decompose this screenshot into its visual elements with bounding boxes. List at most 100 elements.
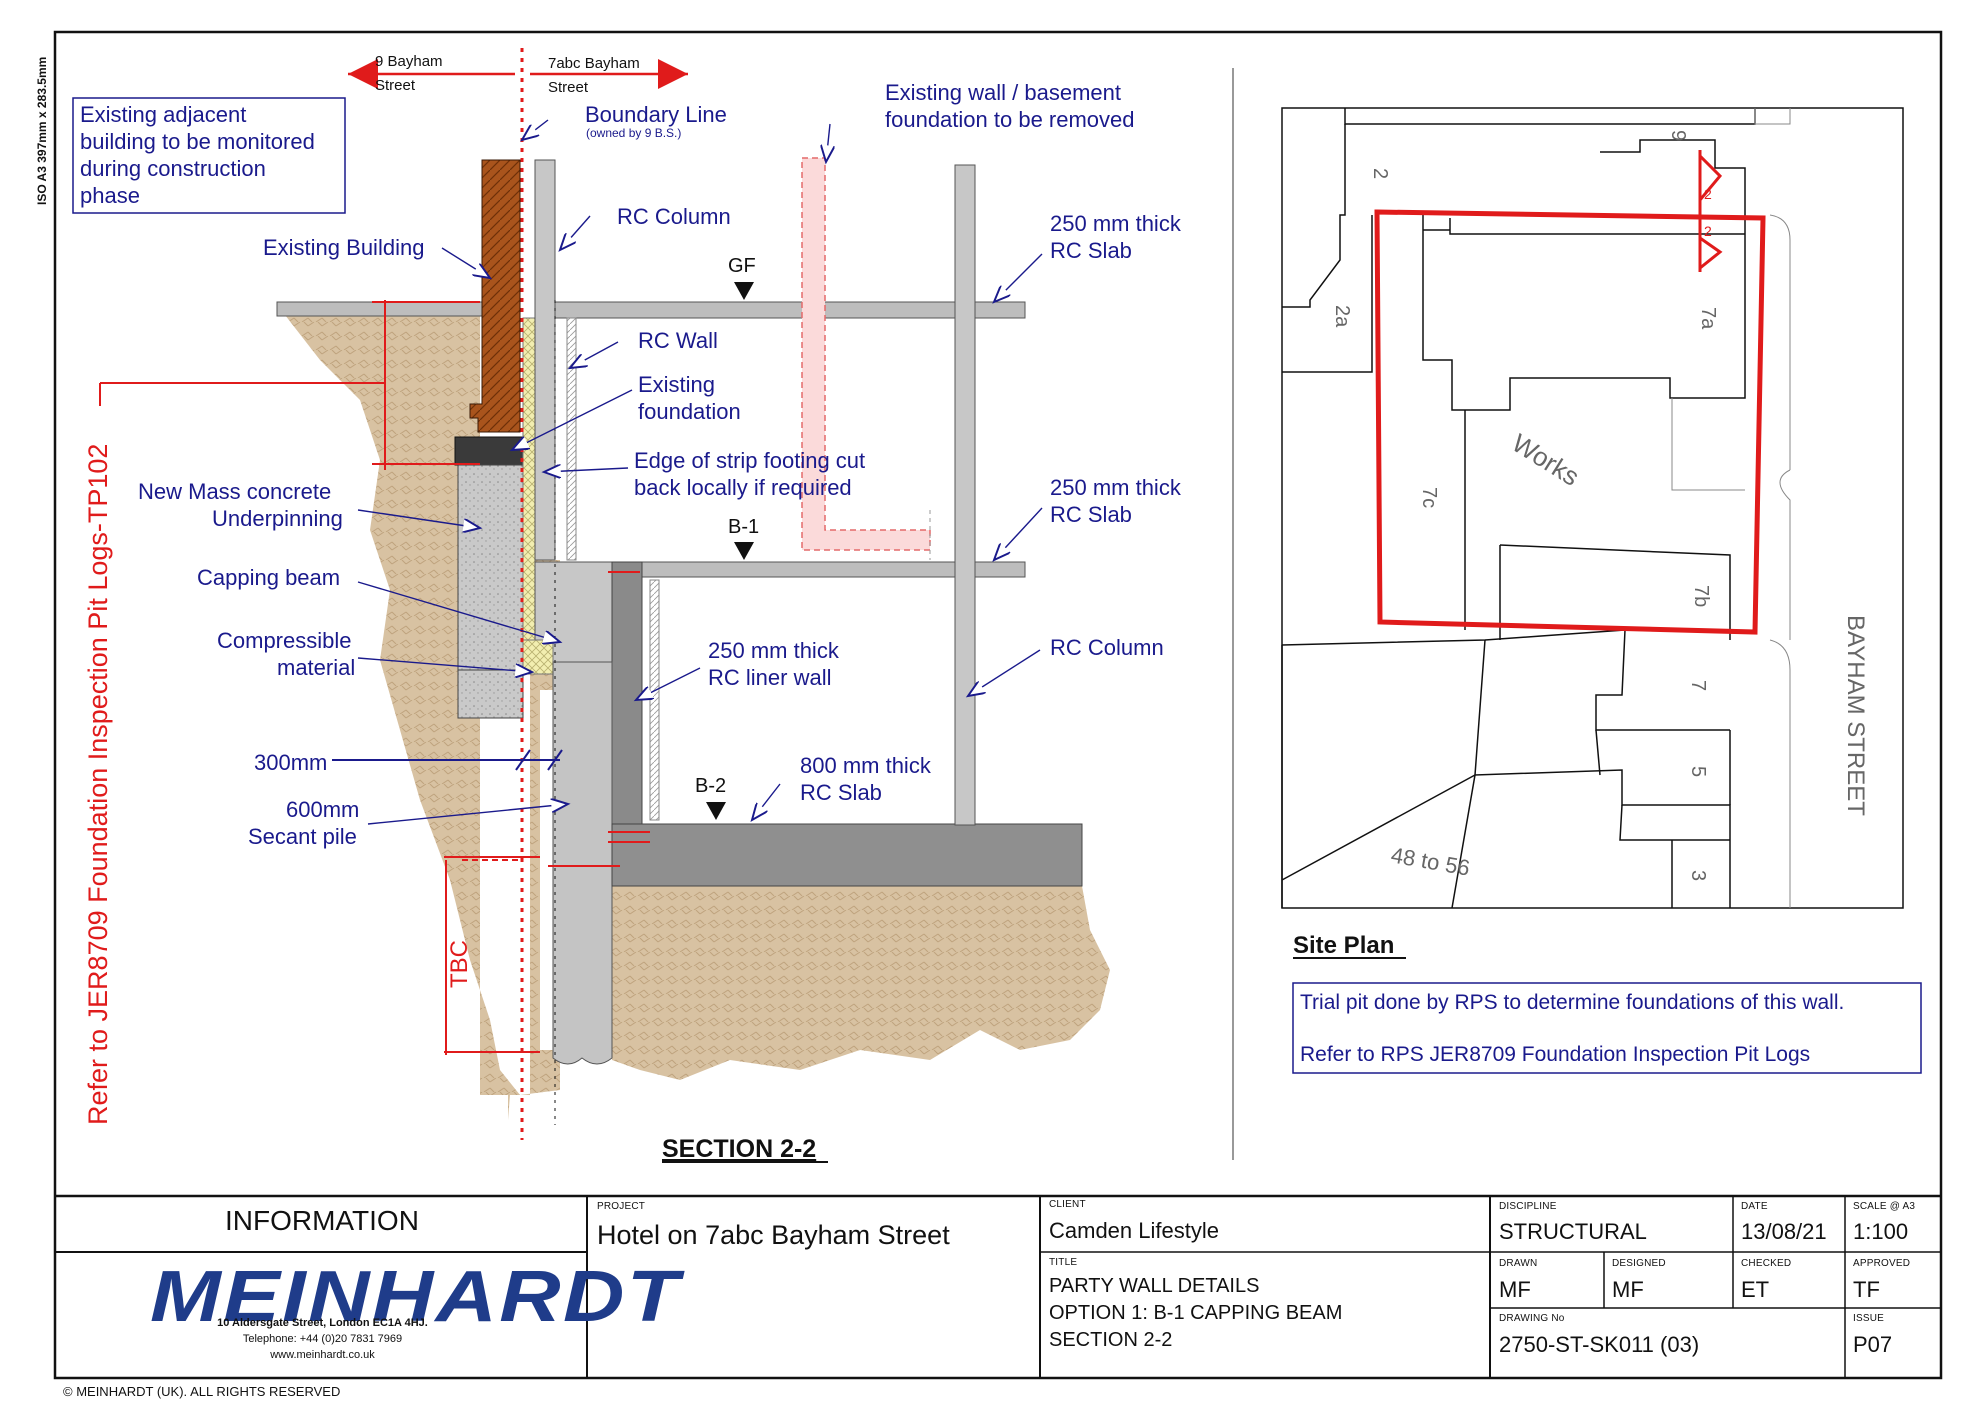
compressible-material: [522, 317, 536, 671]
designed-value: MF: [1612, 1277, 1644, 1302]
approved-label: APPROVED: [1853, 1258, 1911, 1269]
gf-level-marker: [734, 282, 754, 300]
refer-vertical-note: Refer to JER8709 Foundation Inspection P…: [83, 444, 113, 1125]
mass-concrete-line-1: New Mass concrete: [138, 479, 331, 504]
leaders: [357, 119, 1043, 825]
plot-label-2a: 2a: [1331, 305, 1353, 328]
underpinning-lower: [457, 669, 524, 719]
plot-label-7: 7: [1687, 680, 1709, 691]
strip-footing-line-2: back locally if required: [634, 475, 852, 500]
b2-slab-label-line-1: 800 mm thick: [800, 753, 932, 778]
gf-slab-label-line-1: 250 mm thick: [1050, 211, 1182, 236]
plot-label-7c: 7c: [1418, 487, 1440, 508]
checked-label: CHECKED: [1741, 1258, 1792, 1269]
project-label: PROJECT: [597, 1201, 646, 1212]
compressible-line-2: material: [277, 655, 355, 680]
compressible-lower: [522, 639, 554, 675]
tbc-label: TBC: [446, 940, 473, 988]
date-label: DATE: [1741, 1201, 1768, 1212]
capping-beam-label: Capping beam: [197, 565, 340, 590]
rc-column-top-label: RC Column: [617, 204, 731, 229]
b2-level-marker: [706, 802, 726, 820]
scale-value: 1:100: [1853, 1219, 1909, 1244]
section-marker-top-label: 2: [1704, 186, 1712, 202]
scale-label: SCALE @ A3: [1853, 1201, 1916, 1212]
sheet-border: [53, 30, 1943, 1380]
b2-slab: [611, 823, 1083, 887]
works-boundary: [1374, 209, 1766, 635]
company-telephone: Telephone: +44 (0)20 7831 7969: [242, 1333, 403, 1345]
drawn-value: MF: [1499, 1277, 1531, 1302]
drawn-label: DRAWN: [1499, 1258, 1538, 1269]
existing-brick-wall: [469, 159, 521, 433]
right-property-line-2: Street: [548, 79, 589, 96]
title-line-3: SECTION 2-2: [1049, 1329, 1173, 1351]
company-website: www.meinhardt.co.uk: [270, 1349, 375, 1361]
rc-wall-label: RC Wall: [638, 328, 718, 353]
left-property-line-1: 9 Bayham: [375, 53, 443, 70]
discipline-label: DISCIPLINE: [1499, 1201, 1557, 1212]
section-title: SECTION 2-2: [662, 1135, 816, 1163]
rc-column-top-member: [534, 159, 556, 561]
project-value: Hotel on 7abc Bayham Street: [597, 1220, 950, 1250]
site-plan: 2 2 2 9 2a 7a 7c Works 7b 7 5 3 48 to 56…: [1281, 107, 1922, 1074]
trial-pit-note-line-1: Trial pit done by RPS to determine found…: [1300, 991, 1844, 1014]
plot-label-7b: 7b: [1690, 585, 1712, 607]
monitor-note-line-4: phase: [80, 183, 140, 208]
rc-column-bottom-label: RC Column: [1050, 635, 1164, 660]
title-line-2: OPTION 1: B-1 CAPPING BEAM: [1049, 1302, 1343, 1324]
compressible-line-1: Compressible: [217, 628, 352, 653]
drawing-no-label: DRAWING No: [1499, 1313, 1565, 1324]
secant-pile: [552, 661, 613, 1065]
copyright: © MEINHARDT (UK). ALL RIGHTS RESERVED: [63, 1384, 341, 1399]
issue-value: P07: [1853, 1332, 1893, 1357]
boundary-owner-label: (owned by 9 B.S.): [586, 126, 681, 140]
plot-label-3: 3: [1687, 870, 1709, 881]
b1-level-marker: [734, 542, 754, 560]
date-value: 13/08/21: [1741, 1219, 1827, 1244]
company-address: 10 Aldersgate Street, London EC1A 4HJ.: [217, 1317, 428, 1329]
secant-pile-line-1: 600mm: [286, 797, 359, 822]
soil-lower: [612, 886, 1110, 1080]
title-line-1: PARTY WALL DETAILS: [1049, 1275, 1260, 1297]
soil-upper: [285, 315, 560, 1120]
liner-wall-line-2: RC liner wall: [708, 665, 831, 690]
rc-column-right: [954, 164, 976, 826]
sheet-size-label: ISO A3 397mm x 283.5mm: [35, 57, 49, 205]
section-marker-bottom-label: 2: [1704, 223, 1712, 239]
b1-slab-label-line-1: 250 mm thick: [1050, 475, 1182, 500]
strip-footing-line-1: Edge of strip footing cut: [634, 448, 865, 473]
site-plan-frame: [1281, 107, 1904, 909]
gf-slab: [552, 301, 1026, 319]
plot-label-9: 9: [1667, 130, 1689, 141]
monitor-note-box: [72, 97, 346, 214]
boundary-line-label: Boundary Line: [585, 102, 727, 127]
site-plan-title: Site Plan: [1293, 932, 1394, 959]
issue-label: ISSUE: [1853, 1313, 1885, 1324]
designed-label: DESIGNED: [1612, 1258, 1666, 1269]
gf-slab-label-line-2: RC Slab: [1050, 238, 1132, 263]
section-2-2: Existing adjacent building to be monitor…: [72, 48, 1182, 1163]
street-label: BAYHAM STREET: [1842, 615, 1869, 816]
dim-300-label: 300mm: [254, 750, 327, 775]
client-value: Camden Lifestyle: [1049, 1218, 1219, 1243]
red-dimensions: [99, 300, 650, 1055]
liner-hatch: [649, 579, 660, 821]
existing-foundation: [454, 436, 526, 466]
liner-wall-line-1: 250 mm thick: [708, 638, 840, 663]
trial-pit-note-box: [1292, 982, 1922, 1074]
discipline-value: STRUCTURAL: [1499, 1219, 1647, 1244]
b1-slab-label-line-2: RC Slab: [1050, 502, 1132, 527]
mass-concrete-line-2: Underpinning: [212, 506, 343, 531]
b2-level-label: B-2: [695, 775, 726, 797]
gf-wall-hatch: [566, 317, 577, 561]
trial-pit-note-line-2: Refer to RPS JER8709 Foundation Inspecti…: [1300, 1043, 1810, 1066]
title-block-grid: [55, 1194, 1941, 1378]
b1-level-label: B-1: [728, 516, 759, 538]
monitor-note-line-3: during construction: [80, 156, 266, 181]
plot-label-5: 5: [1687, 766, 1709, 777]
title-label: TITLE: [1049, 1257, 1078, 1268]
drawing-no-value: 2750-ST-SK011 (03): [1499, 1332, 1700, 1357]
rc-liner-wall: [611, 561, 643, 825]
